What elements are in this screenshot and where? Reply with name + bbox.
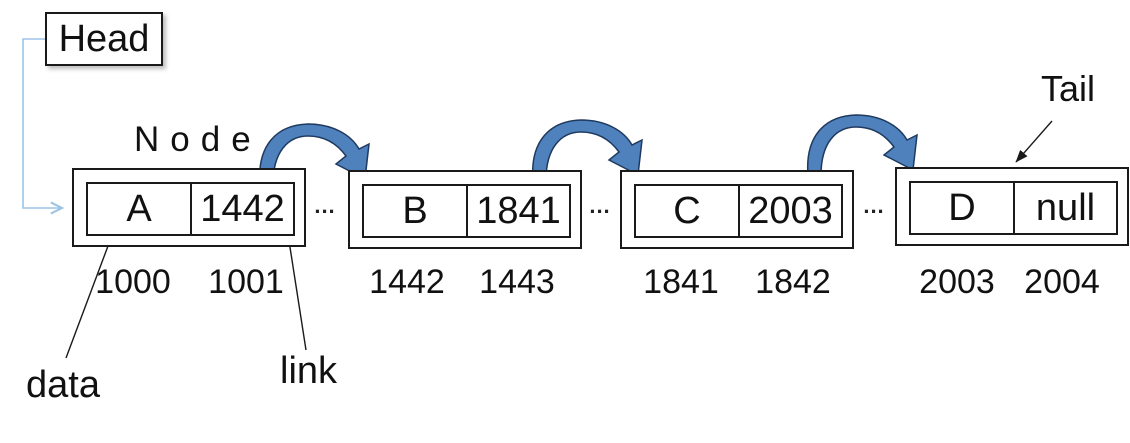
node-d-record: D null xyxy=(909,181,1118,235)
node-a-link-address: 1001 xyxy=(208,263,284,301)
node-a-data-cell: A xyxy=(88,184,192,234)
node-a: A 1442 xyxy=(72,168,306,247)
node-d-link-address: 2004 xyxy=(1024,263,1100,301)
next-pointer-arc-3 xyxy=(806,114,918,176)
node-d: D null xyxy=(895,167,1129,246)
node-b-link-address: 1443 xyxy=(479,263,555,301)
node-a-data-address: 1000 xyxy=(95,263,171,301)
node-a-record: A 1442 xyxy=(86,182,295,236)
ellipsis-2: ... xyxy=(589,193,611,218)
node-caption: Node xyxy=(134,120,262,159)
node-c-record: C 2003 xyxy=(634,184,843,238)
node-b: B 1841 xyxy=(348,170,582,249)
node-c: C 2003 xyxy=(620,170,854,249)
ellipsis-1: ... xyxy=(314,193,336,218)
node-a-link-cell: 1442 xyxy=(200,187,285,230)
head-label: Head xyxy=(58,17,150,60)
node-b-data-cell: B xyxy=(364,186,468,236)
node-c-data-address: 1841 xyxy=(643,263,719,301)
tail-callout-arrow xyxy=(1015,120,1053,163)
tail-caption: Tail xyxy=(1041,68,1096,109)
node-c-data-cell: C xyxy=(636,186,740,236)
node-d-link-cell: null xyxy=(1035,186,1096,229)
node-d-data-cell: D xyxy=(911,183,1015,233)
node-b-link-cell: 1841 xyxy=(476,189,561,232)
node-b-data-address: 1442 xyxy=(369,263,445,301)
node-c-link-address: 1842 xyxy=(755,263,831,301)
node-c-link-cell: 2003 xyxy=(748,189,833,232)
node-d-data-address: 2003 xyxy=(919,263,995,301)
link-caption: link xyxy=(280,350,338,392)
ellipsis-3: ... xyxy=(863,193,885,218)
node-b-record: B 1841 xyxy=(362,184,571,238)
data-caption: data xyxy=(26,364,100,406)
head-box: Head xyxy=(45,12,163,66)
